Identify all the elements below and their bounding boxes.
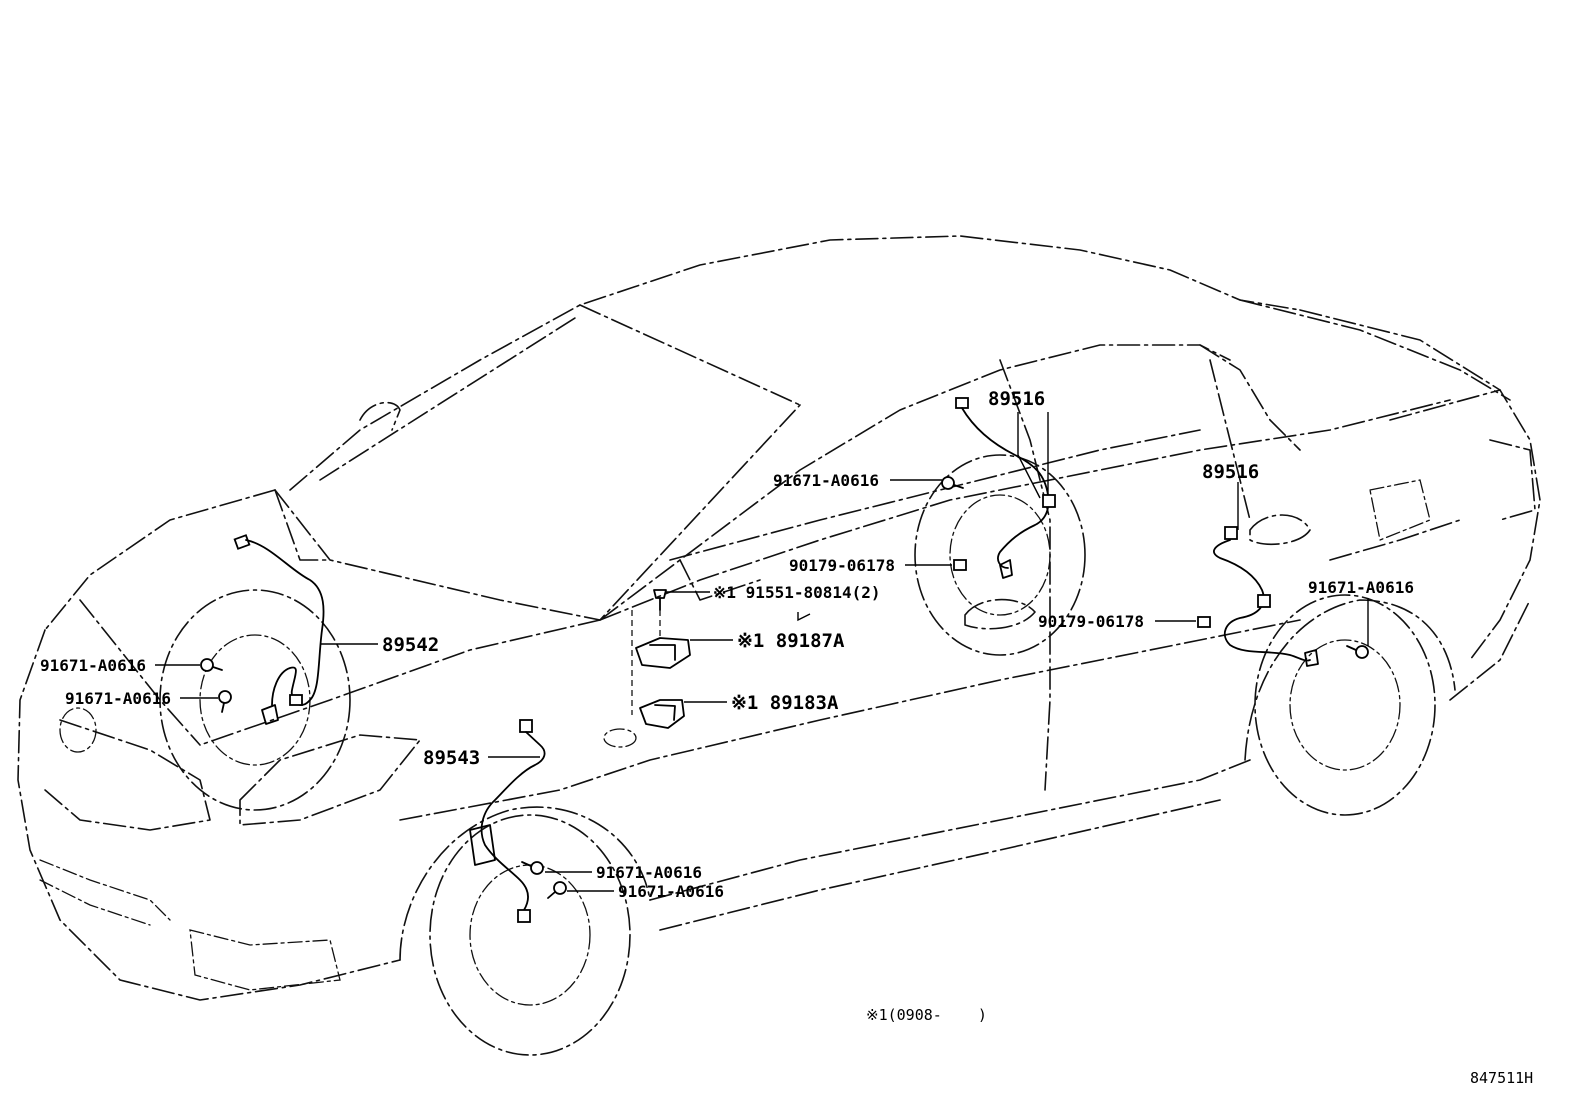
sensor-89543-part	[469, 719, 546, 923]
label-bracket-89187a: ※1 89187A	[737, 630, 845, 652]
diagram-id: 847511H	[1470, 1069, 1533, 1087]
footnote: ※1(0908- )	[866, 1006, 987, 1024]
label-89542: 89542	[382, 634, 439, 656]
label-bolt-front-left-2: 91671-A0616	[618, 882, 724, 901]
sensor-89542-part	[233, 534, 325, 725]
leader-lines	[155, 412, 1369, 892]
sensor-89516-upper-part	[955, 397, 1056, 579]
label-bolt-91551: ※1 91551-80814(2)	[713, 583, 881, 602]
label-89543: 89543	[423, 747, 480, 769]
bracket-89183a-part	[639, 699, 685, 729]
bracket-89187a-part	[635, 637, 691, 669]
label-bolt-rear-upper: 91671-A0616	[773, 471, 879, 490]
label-bolt-front-right-1: 91671-A0616	[40, 656, 146, 675]
bolt-91551-part	[653, 589, 667, 611]
bolt-icon	[200, 476, 1369, 899]
label-bolt-rear-lower: 91671-A0616	[1308, 578, 1414, 597]
label-bolt-front-left-1: 91671-A0616	[596, 863, 702, 882]
label-clamp-upper: 90179-06178	[789, 556, 895, 575]
label-89516-upper: 89516	[988, 388, 1045, 410]
label-bolt-front-right-2: 91671-A0616	[65, 689, 171, 708]
label-bracket-89183a: ※1 89183A	[731, 692, 839, 714]
label-89516-lower: 89516	[1202, 461, 1259, 483]
label-clamp-lower: 90179-06178	[1038, 612, 1144, 631]
sensor-89516-lower-part	[1213, 526, 1319, 667]
